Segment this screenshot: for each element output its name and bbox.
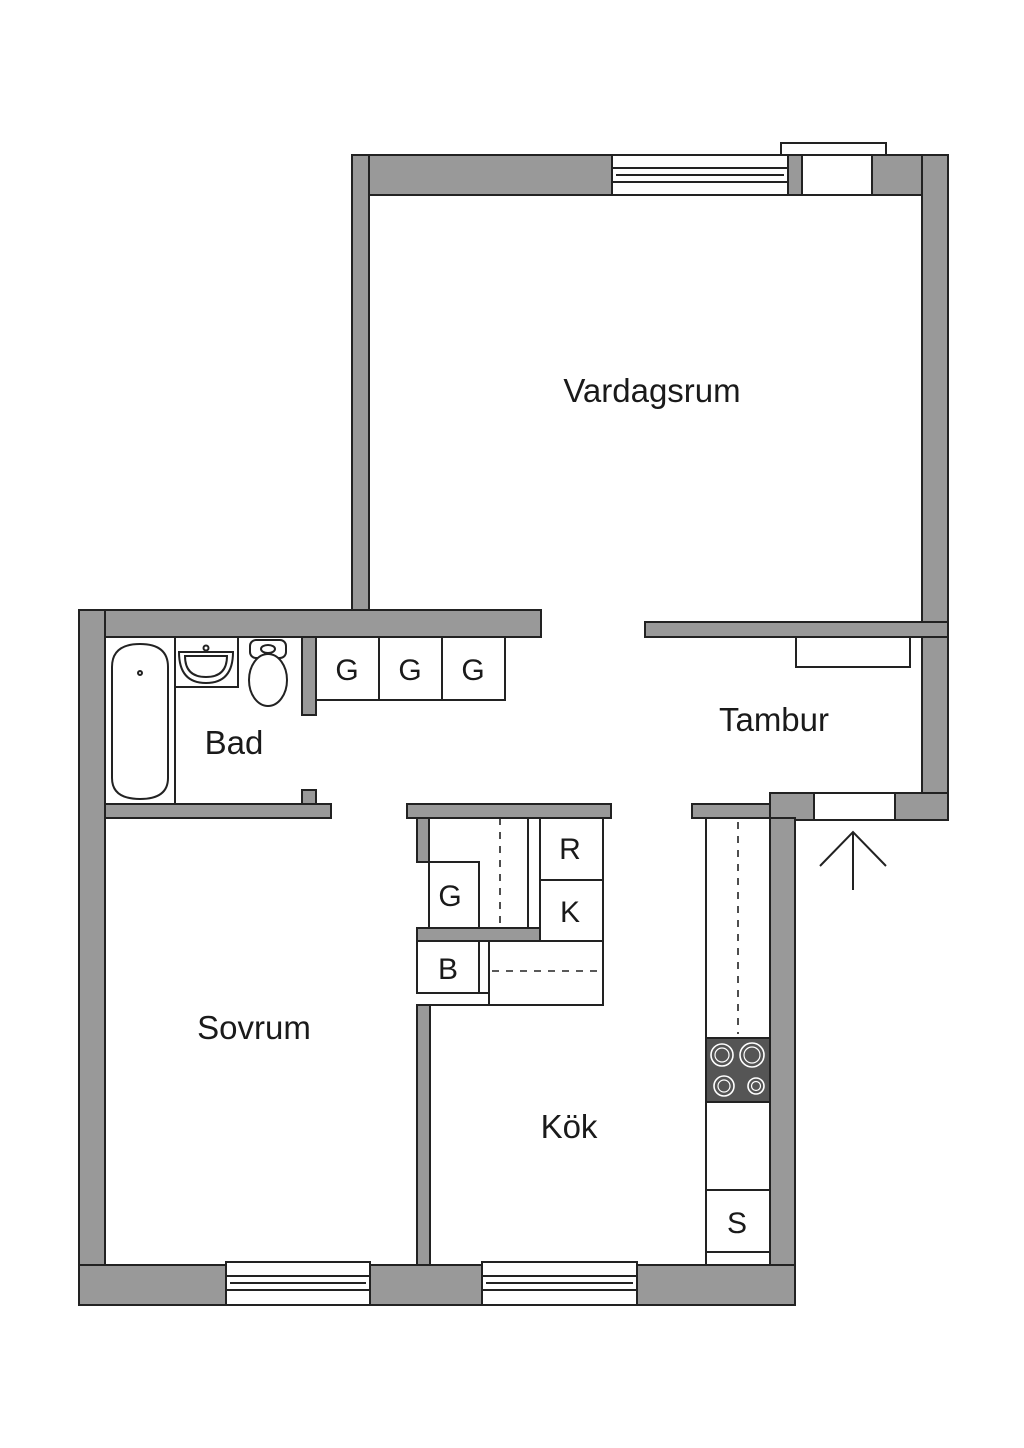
window-living-room xyxy=(611,154,789,196)
wall-bottom-left xyxy=(78,1264,227,1306)
hall-shelf xyxy=(795,636,911,668)
wall-top-left xyxy=(351,154,613,196)
closet-g-3 xyxy=(441,636,506,701)
hall-closets xyxy=(315,636,506,701)
toilet-icon xyxy=(248,639,288,707)
wall-top-middle xyxy=(787,154,803,196)
wall-closet-mid xyxy=(416,927,541,942)
entrance xyxy=(813,792,896,890)
counter-lower xyxy=(705,1101,771,1191)
window-bedroom xyxy=(225,1261,371,1306)
wall-bath-bedroom xyxy=(104,803,332,819)
wall-closet-top xyxy=(406,803,612,819)
closet-g-2 xyxy=(378,636,443,701)
wall-bottom-middle xyxy=(369,1264,483,1306)
fridge-unit xyxy=(539,817,604,881)
wall-living-bottom-left xyxy=(78,609,542,638)
walls xyxy=(78,154,949,1306)
bathroom-fixtures xyxy=(104,636,288,805)
stove-icon xyxy=(705,1037,771,1103)
inner-closet-block xyxy=(416,817,604,1006)
wall-bath-stub-top xyxy=(301,636,317,716)
room-label-vardagsrum: Vardagsrum xyxy=(563,372,740,409)
wall-left xyxy=(78,609,106,1306)
entrance-arrow-icon xyxy=(819,830,887,890)
wall-closet-left xyxy=(416,817,430,863)
unit-labels: G G G G R K B S xyxy=(335,654,747,1240)
wall-bottom-right xyxy=(636,1264,796,1306)
closet-label-1: G xyxy=(335,654,358,687)
room-label-sovrum: Sovrum xyxy=(197,1009,311,1046)
sink-icon xyxy=(174,636,239,688)
counter-end xyxy=(705,1251,771,1266)
bathtub-icon xyxy=(104,636,176,805)
room-label-bad: Bad xyxy=(205,724,264,761)
wall-hall-right-lower xyxy=(894,792,949,821)
closet-label-3: G xyxy=(461,654,484,687)
wall-bedroom-kitchen xyxy=(416,1004,431,1266)
wall-bath-stub-bottom xyxy=(301,789,317,805)
room-label-kok: Kök xyxy=(541,1108,598,1145)
dishwasher-unit xyxy=(705,1189,771,1253)
fridge-label: R xyxy=(559,833,581,866)
entrance-opening xyxy=(813,792,896,821)
wall-living-bottom-right xyxy=(644,621,949,638)
room-label-tambur: Tambur xyxy=(719,701,829,738)
window-kitchen xyxy=(481,1261,638,1306)
wall-entry-jamb xyxy=(769,792,815,821)
counter-unit xyxy=(488,940,604,1006)
balcony-door xyxy=(780,142,887,196)
closet-label-2: G xyxy=(398,654,421,687)
wall-living-left xyxy=(351,154,370,623)
wall-right xyxy=(921,154,949,821)
windows xyxy=(225,142,887,1306)
freezer-unit xyxy=(539,879,604,943)
boiler-label: B xyxy=(438,953,458,986)
freezer-label: K xyxy=(560,896,580,929)
wall-kitchen-right xyxy=(769,817,796,1306)
dishwasher-label: S xyxy=(727,1207,747,1240)
kitchen-counter xyxy=(705,817,771,1266)
room-labels: Vardagsrum Tambur Bad Sovrum Kök xyxy=(197,372,829,1145)
closet-label-inner: G xyxy=(438,880,461,913)
